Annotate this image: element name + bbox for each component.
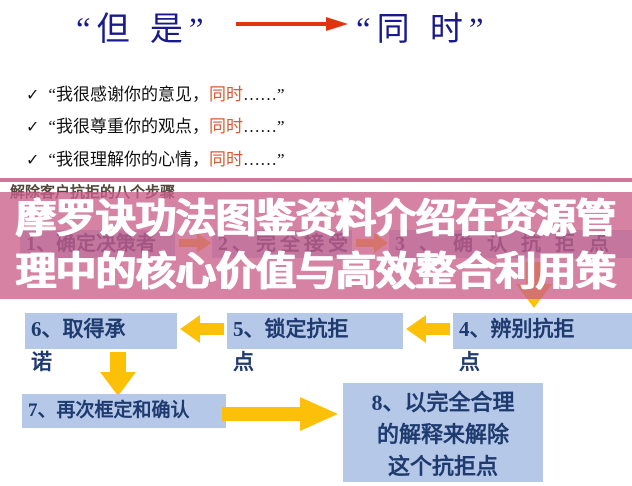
bullet-text: “我很理解你的心情， [48, 150, 209, 169]
term-but: “但 是” [76, 12, 210, 48]
bullet-item: ✓ “我很感谢你的意见，同时……” [26, 80, 285, 105]
watermark-line1: 摩罗诀功法图鉴资料介绍在资源管 [16, 197, 616, 241]
bullet-item: ✓ “我很尊重你的观点，同时……” [26, 112, 285, 137]
bullet-text: “我很感谢你的意见， [48, 85, 209, 104]
flow-step-5: 5、锁定抗拒 点 [227, 313, 403, 374]
watermark-line2: 理中的核心价值与高效整合利用策 [16, 250, 616, 294]
bullet-text: “我很尊重你的观点， [48, 117, 209, 136]
bullet-highlight: 同时 [208, 117, 243, 136]
bullet-suffix: ……” [242, 117, 285, 136]
bullet-suffix: ……” [242, 150, 285, 169]
flow-step-4: 4、辨别抗拒 点 [453, 313, 632, 374]
watermark-text: 摩罗诀功法图鉴资料介绍在资源管 理中的核心价值与高效整合利用策 [0, 193, 632, 299]
arrow-left-icon [180, 315, 224, 343]
bullet-highlight: 同时 [208, 150, 243, 169]
arrow-left-icon [406, 315, 450, 343]
flow-step-6: 6、取得承 诺 [25, 313, 177, 374]
flow-step-8: 8、以完全合理 的解释来解除 这个抗拒点 [343, 383, 543, 482]
checkmark-icon: ✓ [26, 117, 40, 136]
term-meanwhile: “同 时” [356, 12, 490, 48]
arrow-right-icon [236, 17, 348, 31]
pink-strip [0, 178, 632, 182]
bullet-suffix: ……” [242, 85, 285, 104]
arrow-down-icon [100, 352, 136, 396]
watermark-overlay [0, 192, 632, 299]
arrow-right-icon [222, 397, 338, 431]
bullet-item: ✓ “我很理解你的心情，同时……” [26, 145, 285, 170]
bullet-highlight: 同时 [208, 85, 243, 104]
checkmark-icon: ✓ [26, 150, 40, 169]
checkmark-icon: ✓ [26, 85, 40, 104]
flow-step-7: 7、再次框定和确认 [22, 394, 226, 428]
